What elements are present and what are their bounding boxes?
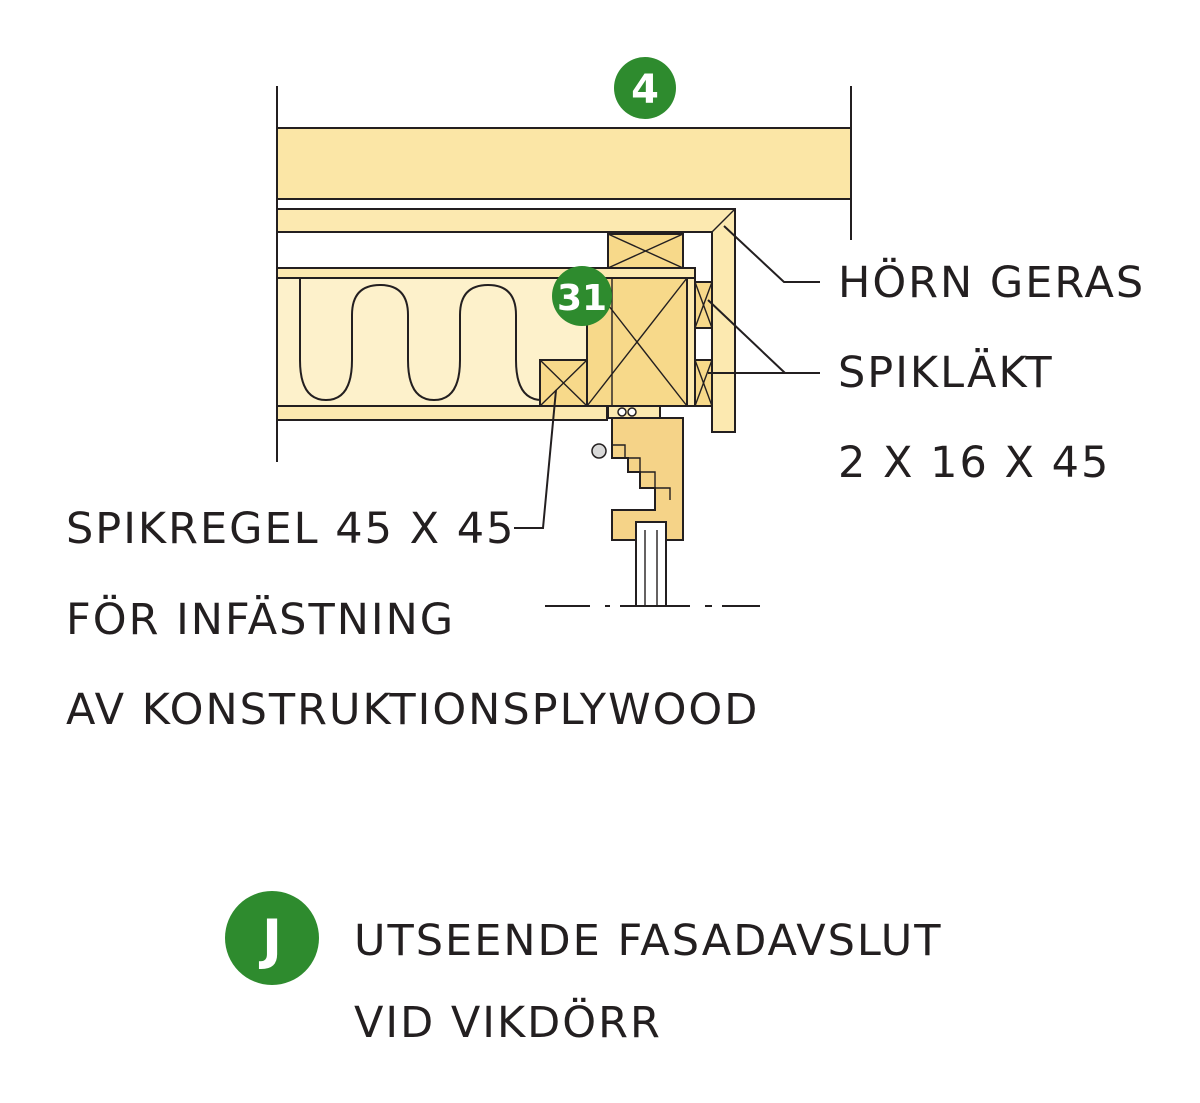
door-frame-profile: [591, 417, 684, 541]
spikregel-block: [539, 359, 588, 407]
label-horn-geras: HÖRN GERAS: [838, 257, 1145, 308]
door-seal: [607, 405, 661, 419]
top-panel: [276, 127, 852, 200]
badge-31: 31: [552, 266, 612, 326]
label-spiklakt-dim: 2 X 16 X 45: [838, 438, 1110, 488]
door-leaf: [545, 521, 760, 607]
top-stud-block: [607, 233, 684, 269]
badge-31-text: 31: [557, 278, 607, 319]
badge-4: 4: [614, 57, 676, 119]
corner-board-mitered: [276, 208, 736, 433]
caption-line2: VID VIKDÖRR: [354, 997, 662, 1048]
label-spikregel-line3: AV KONSTRUKTIONSPLYWOOD: [66, 685, 759, 735]
caption-badge-j-text: J: [258, 908, 282, 971]
label-spikregel-line1: SPIKREGEL 45 X 45: [66, 504, 516, 554]
caption-badge-j: J: [225, 891, 319, 985]
bottom-sheet: [276, 405, 608, 421]
spiklakt-battens: [686, 277, 713, 407]
insulation: [276, 277, 588, 407]
label-spikregel-line2: FÖR INFÄSTNING: [66, 594, 455, 645]
leader-lines: [514, 225, 820, 529]
caption-line1: UTSEENDE FASADAVSLUT: [354, 916, 942, 966]
badge-4-text: 4: [631, 67, 659, 113]
label-spiklakt: SPIKLÄKT: [838, 347, 1054, 398]
inner-sheet: [276, 267, 696, 279]
